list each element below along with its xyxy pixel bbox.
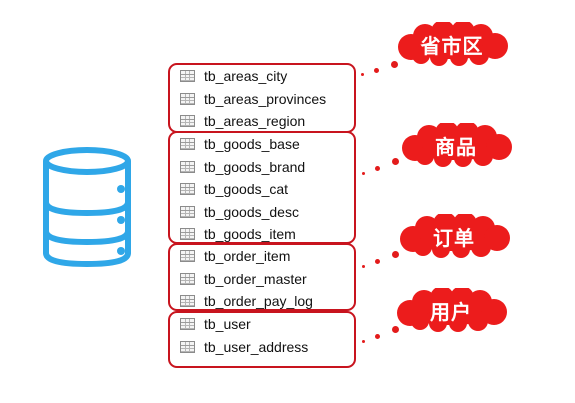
cloud-label: 用户 bbox=[430, 301, 472, 324]
table-row[interactable]: tb_order_master bbox=[170, 268, 354, 291]
table-group-areas: tb_areas_city tb_areas_provinces tb_area… bbox=[168, 63, 356, 133]
table-name: tb_user_address bbox=[204, 338, 309, 355]
connector-dot bbox=[362, 340, 365, 343]
table-name: tb_order_item bbox=[204, 248, 291, 265]
cloud-label: 商品 bbox=[435, 136, 477, 159]
table-icon bbox=[180, 138, 195, 151]
table-name: tb_user bbox=[204, 316, 251, 333]
connector-dot bbox=[362, 172, 365, 175]
cloud-callout-areas: 省市区 bbox=[391, 22, 513, 66]
cloud-label: 订单 bbox=[433, 227, 475, 250]
table-name: tb_areas_city bbox=[204, 68, 288, 85]
table-name: tb_goods_brand bbox=[204, 158, 306, 175]
table-name: tb_order_master bbox=[204, 270, 307, 287]
connector-dot bbox=[392, 251, 399, 258]
cloud-callout-users: 用户 bbox=[390, 288, 512, 332]
connector-dot bbox=[375, 259, 380, 264]
table-icon bbox=[180, 160, 195, 173]
table-row[interactable]: tb_order_pay_log bbox=[170, 290, 354, 313]
cloud-callout-orders: 订单 bbox=[393, 214, 515, 258]
table-icon bbox=[180, 295, 195, 308]
table-icon bbox=[180, 272, 195, 285]
table-icon bbox=[180, 115, 195, 128]
table-name: tb_goods_item bbox=[204, 226, 296, 243]
connector-dot bbox=[361, 73, 364, 76]
cloud-shape bbox=[400, 214, 510, 258]
table-group-orders: tb_order_item tb_order_master tb_order_p… bbox=[168, 243, 356, 311]
table-row[interactable]: tb_goods_base bbox=[170, 133, 354, 156]
table-icon bbox=[180, 70, 195, 83]
table-name: tb_goods_desc bbox=[204, 203, 299, 220]
database-icon bbox=[43, 147, 131, 268]
cloud-shape bbox=[397, 288, 507, 332]
table-row[interactable]: tb_user_address bbox=[170, 336, 354, 359]
connector-dot bbox=[392, 326, 399, 333]
cloud-shape bbox=[398, 22, 508, 66]
connector-dot bbox=[392, 158, 399, 165]
connector-dot bbox=[374, 68, 379, 73]
connector-dot bbox=[375, 166, 380, 171]
table-icon bbox=[180, 318, 195, 331]
table-icon bbox=[180, 250, 195, 263]
table-row[interactable]: tb_goods_brand bbox=[170, 156, 354, 179]
table-icon bbox=[180, 92, 195, 105]
table-row[interactable]: tb_areas_provinces bbox=[170, 88, 354, 111]
table-name: tb_goods_cat bbox=[204, 181, 289, 198]
table-row[interactable]: tb_areas_region bbox=[170, 110, 354, 133]
table-row[interactable]: tb_goods_cat bbox=[170, 178, 354, 201]
connector-dot bbox=[375, 334, 380, 339]
table-name: tb_areas_region bbox=[204, 113, 306, 130]
table-name: tb_goods_base bbox=[204, 136, 300, 153]
table-name: tb_order_pay_log bbox=[204, 293, 313, 310]
table-icon bbox=[180, 183, 195, 196]
cloud-callout-goods: 商品 bbox=[395, 123, 517, 167]
table-name: tb_areas_provinces bbox=[204, 90, 327, 107]
connector-dot bbox=[362, 265, 365, 268]
table-row[interactable]: tb_user bbox=[170, 313, 354, 336]
connector-dot bbox=[391, 61, 398, 68]
table-icon bbox=[180, 228, 195, 241]
cloud-label: 省市区 bbox=[420, 35, 484, 58]
cloud-shape bbox=[402, 123, 512, 167]
table-row[interactable]: tb_order_item bbox=[170, 245, 354, 268]
table-row[interactable]: tb_areas_city bbox=[170, 65, 354, 88]
table-row[interactable]: tb_goods_item bbox=[170, 223, 354, 246]
table-row[interactable]: tb_goods_desc bbox=[170, 201, 354, 224]
table-group-users: tb_user tb_user_address bbox=[168, 311, 356, 368]
table-icon bbox=[180, 340, 195, 353]
table-group-goods: tb_goods_base tb_goods_brand tb_goods_ca… bbox=[168, 131, 356, 244]
table-icon bbox=[180, 205, 195, 218]
